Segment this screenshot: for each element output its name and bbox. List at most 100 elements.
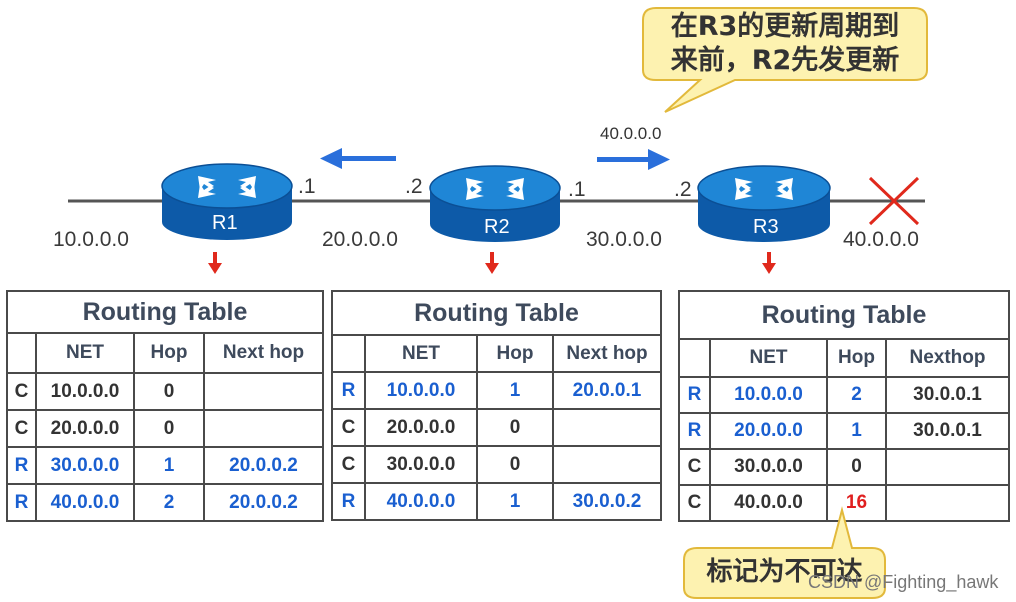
port-r3-left: .2	[674, 178, 692, 201]
table-row: C 30.0.0.0 0	[331, 445, 662, 484]
route-type: C	[678, 484, 711, 522]
route-net: 30.0.0.0	[35, 446, 135, 485]
callout-top-line1: 在R3的更新周期到	[670, 11, 900, 42]
column-header: Hop	[133, 332, 205, 374]
route-type: R	[678, 412, 711, 450]
table-row: R 10.0.0.0 1 20.0.0.1	[331, 371, 662, 410]
column-header: Hop	[826, 338, 887, 378]
arrow-network-label: 40.0.0.0	[600, 124, 662, 143]
table-row: C 10.0.0.0 0	[6, 372, 324, 411]
column-header: Next hop	[552, 334, 662, 373]
table-row: R 10.0.0.0 2 30.0.0.1	[678, 376, 1010, 414]
column-header: Next hop	[203, 332, 324, 374]
route-next	[552, 408, 662, 447]
router-r3-label: R3	[753, 216, 779, 238]
callout-top-bubble	[642, 7, 928, 113]
router-r3-icon	[697, 165, 831, 242]
route-hop: 0	[476, 408, 554, 447]
route-type: C	[6, 372, 37, 411]
route-net: 30.0.0.0	[709, 448, 828, 486]
port-r2-right: .1	[568, 178, 586, 201]
table-row: C 20.0.0.0 0	[6, 409, 324, 448]
routing-table-r1: Routing Table NET Hop Next hop C 10.0.0.…	[6, 290, 324, 522]
route-hop: 0	[133, 372, 205, 411]
route-net: 10.0.0.0	[709, 376, 828, 414]
route-type: R	[678, 376, 711, 414]
routing-table-title: Routing Table	[678, 290, 1010, 340]
routing-table-title: Routing Table	[331, 290, 662, 336]
route-type: R	[6, 483, 37, 522]
route-hop: 0	[476, 445, 554, 484]
table-row: R 20.0.0.0 1 30.0.0.1	[678, 412, 1010, 450]
link-failure-x-icon	[868, 176, 920, 226]
network-topology	[68, 148, 925, 274]
callout-top-text: 在R3的更新周期到 来前，R2先发更新	[643, 10, 927, 78]
routing-table-title: Routing Table	[6, 290, 324, 334]
callout-bottom-bubble	[683, 506, 886, 599]
table-row: R 40.0.0.0 1 30.0.0.2	[331, 482, 662, 521]
route-hop: 2	[826, 376, 887, 414]
route-type: C	[331, 445, 366, 484]
route-hop: 1	[826, 412, 887, 450]
update-arrow-left	[320, 148, 396, 169]
route-net: 40.0.0.0	[709, 484, 828, 522]
watermark-text: CSDN @Fighting_hawk	[808, 572, 999, 592]
route-hop-unreachable: 16	[826, 484, 887, 522]
route-net: 20.0.0.0	[35, 409, 135, 448]
route-hop: 0	[826, 448, 887, 486]
router-r2-icon	[429, 165, 561, 242]
router-r1-icon	[161, 163, 293, 240]
routing-table-r3: Routing Table NET Hop Nexthop R 10.0.0.0…	[678, 290, 1010, 522]
route-net: 10.0.0.0	[364, 371, 478, 410]
network-label-10: 10.0.0.0	[53, 228, 129, 251]
network-label-40: 40.0.0.0	[843, 228, 919, 251]
network-label-20: 20.0.0.0	[322, 228, 398, 251]
route-hop: 0	[133, 409, 205, 448]
route-hop: 1	[133, 446, 205, 485]
table-row: C 40.0.0.0 16	[678, 484, 1010, 522]
route-next: 30.0.0.1	[885, 376, 1010, 414]
router-r2-label: R2	[484, 216, 510, 238]
route-next: 20.0.0.1	[552, 371, 662, 410]
route-net: 40.0.0.0	[35, 483, 135, 522]
network-label-30: 30.0.0.0	[586, 228, 662, 251]
column-header: NET	[35, 332, 135, 374]
route-next: 20.0.0.2	[203, 446, 324, 485]
router-r1-label: R1	[212, 212, 238, 234]
route-net: 20.0.0.0	[364, 408, 478, 447]
route-hop: 2	[133, 483, 205, 522]
down-arrow-r1-icon	[208, 252, 222, 274]
route-next: 30.0.0.2	[552, 482, 662, 521]
column-header: NET	[709, 338, 828, 378]
route-next	[885, 484, 1010, 522]
route-hop: 1	[476, 371, 554, 410]
route-next	[203, 372, 324, 411]
callout-bottom-text: 标记为不可达	[706, 557, 863, 587]
column-header: NET	[364, 334, 478, 373]
column-header: Nexthop	[885, 338, 1010, 378]
route-type: C	[331, 408, 366, 447]
route-next	[885, 448, 1010, 486]
route-net: 10.0.0.0	[35, 372, 135, 411]
route-next: 30.0.0.1	[885, 412, 1010, 450]
table-row: R 30.0.0.0 1 20.0.0.2	[6, 446, 324, 485]
callout-top-line2: 来前，R2先发更新	[670, 45, 900, 76]
route-type: R	[6, 446, 37, 485]
down-arrow-r3-icon	[762, 252, 776, 274]
route-net: 30.0.0.0	[364, 445, 478, 484]
route-net: 20.0.0.0	[709, 412, 828, 450]
table-row: R 40.0.0.0 2 20.0.0.2	[6, 483, 324, 522]
column-header: Hop	[476, 334, 554, 373]
routing-table-r2: Routing Table NET Hop Next hop R 10.0.0.…	[331, 290, 662, 521]
route-type: R	[331, 371, 366, 410]
port-r1-right: .1	[298, 175, 316, 198]
table-row: C 20.0.0.0 0	[331, 408, 662, 447]
route-hop: 1	[476, 482, 554, 521]
route-next: 20.0.0.2	[203, 483, 324, 522]
route-next	[552, 445, 662, 484]
table-row: C 30.0.0.0 0	[678, 448, 1010, 486]
route-type: R	[331, 482, 366, 521]
update-arrow-right	[597, 149, 670, 170]
down-arrow-r2-icon	[485, 252, 499, 274]
route-net: 40.0.0.0	[364, 482, 478, 521]
